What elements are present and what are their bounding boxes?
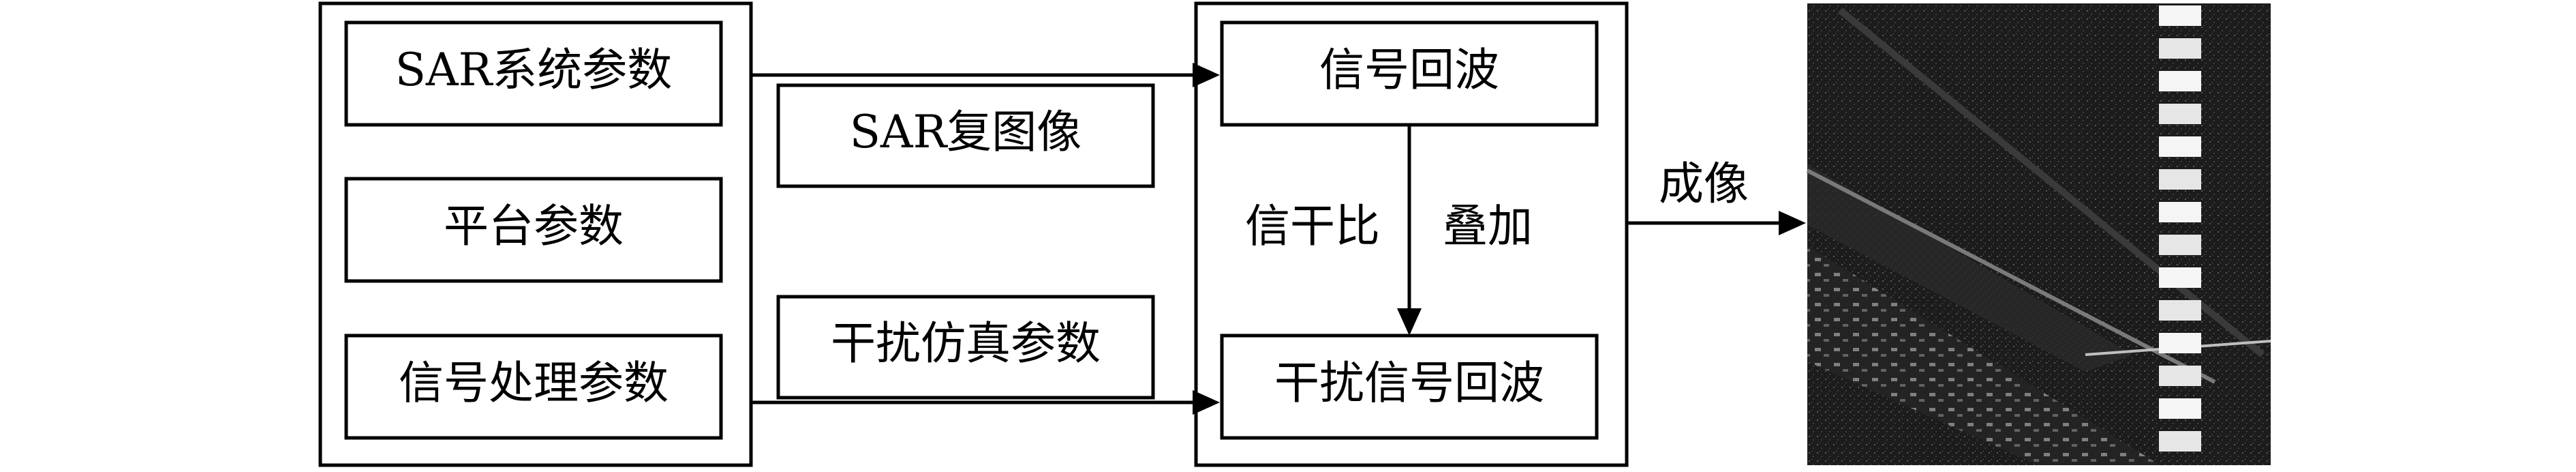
jamming-stripe-segment xyxy=(2159,5,2201,26)
jamming-signal-echo-label: 干扰信号回波 xyxy=(1274,357,1544,409)
sar-system-params-label: SAR系统参数 xyxy=(395,44,673,96)
jamming-stripe-segment xyxy=(2159,300,2201,321)
jamming-sim-params-label: 干扰仿真参数 xyxy=(831,317,1101,370)
overlay-label: 叠加 xyxy=(1443,200,1533,252)
jamming-stripe-segment xyxy=(2159,366,2201,386)
jamming-stripe-segment xyxy=(2159,136,2201,157)
jamming-stripe-segment xyxy=(2159,38,2201,59)
jamming-stripe-segment xyxy=(2159,398,2201,419)
jamming-stripe-segment xyxy=(2159,202,2201,222)
arrow-head-jamming-echo xyxy=(1193,390,1220,415)
jamming-stripe-segment xyxy=(2159,267,2201,288)
sar-system-params-box xyxy=(344,20,723,127)
jamming-stripe-segment xyxy=(2159,333,2201,353)
sar-image xyxy=(1806,3,2271,465)
arrow-head-signal-echo xyxy=(1193,63,1220,87)
platform-params-box xyxy=(344,177,723,283)
sar-complex-image-label: SAR复图像 xyxy=(850,106,1082,158)
jamming-stripe-segment xyxy=(2159,104,2201,124)
imaging-label: 成像 xyxy=(1659,158,1749,210)
imaging-arrow-head xyxy=(1779,211,1806,235)
right-group-frame xyxy=(1194,1,1629,467)
signal-echo-label: 信号回波 xyxy=(1319,44,1499,96)
jamming-stripe-segment xyxy=(2159,235,2201,255)
signal-processing-params-label: 信号处理参数 xyxy=(399,357,669,409)
jamming-sim-params-box xyxy=(776,295,1155,400)
jamming-stripe-segment xyxy=(2159,71,2201,91)
platform-params-label: 平台参数 xyxy=(444,200,624,252)
jamming-stripe-segment xyxy=(2159,169,2201,190)
signal-to-jamming-ratio-label: 信干比 xyxy=(1245,200,1380,252)
sar-complex-image-box xyxy=(776,83,1155,188)
left-group-frame xyxy=(318,1,753,467)
signal-echo-box xyxy=(1220,20,1599,127)
jamming-stripe-segment xyxy=(2159,431,2201,452)
jamming-stripe xyxy=(2159,5,2201,452)
signal-processing-params-box xyxy=(344,334,723,440)
overlay-arrow-head xyxy=(1397,308,1422,336)
